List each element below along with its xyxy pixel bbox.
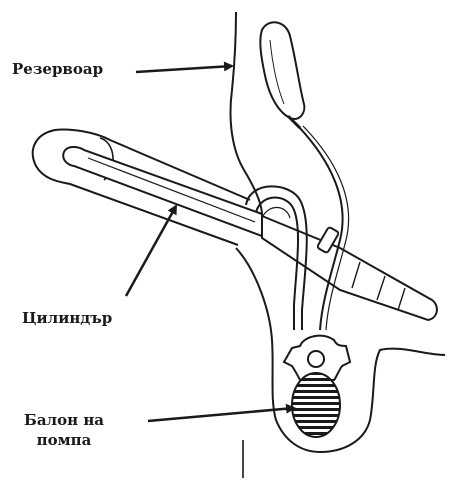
pump-valve (308, 351, 324, 367)
rear-tip (262, 216, 437, 320)
pump-bulb (292, 373, 340, 437)
cylinder-label: Цилиндър (22, 308, 112, 328)
abdomen-outline (231, 12, 263, 215)
pump-arrow (148, 408, 294, 421)
reservoir-label: Резервоар (12, 59, 103, 79)
pump-label-line-1: Балон на (24, 410, 104, 430)
cylinder-arrow (126, 206, 176, 296)
pump-label: Балон на помпа (24, 410, 104, 450)
reservoir-shape (260, 22, 304, 119)
reservoir-arrow (136, 66, 232, 72)
pump-label-line-2: помпа (24, 430, 104, 450)
reservoir-tube (298, 126, 343, 330)
cylinder-tube-3 (262, 208, 290, 219)
